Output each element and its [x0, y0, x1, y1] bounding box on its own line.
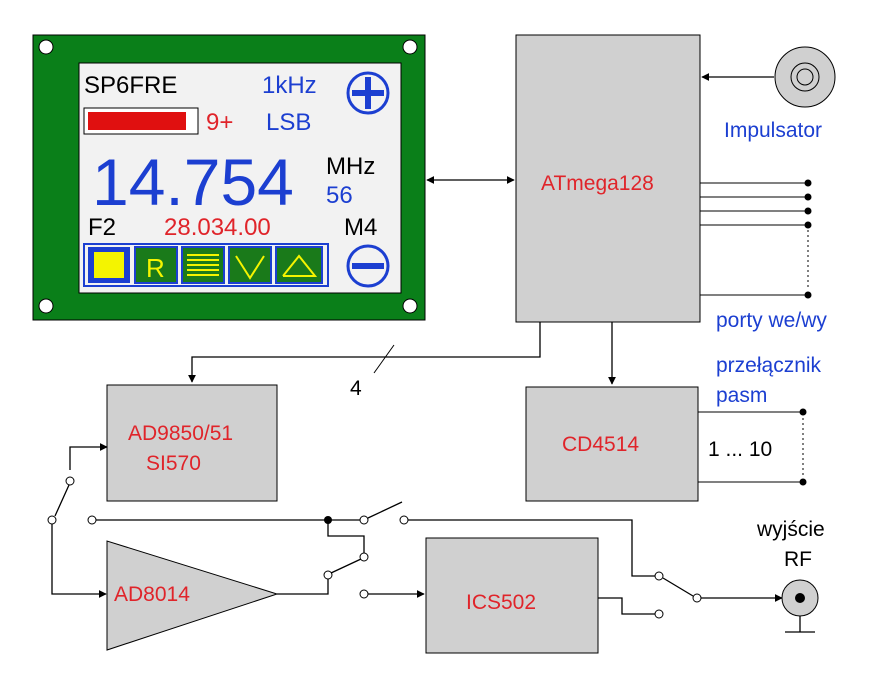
switch-blade	[330, 558, 362, 574]
band-output-lines	[698, 411, 804, 483]
bus-slash	[373, 344, 395, 374]
square-button[interactable]	[88, 247, 130, 283]
divider-block	[425, 537, 599, 654]
amplifier-label: AD8014	[114, 583, 190, 606]
switch-contact	[87, 515, 97, 525]
switch-contact	[654, 609, 664, 619]
signal-meter-bar	[88, 112, 186, 130]
lines-button[interactable]	[181, 246, 225, 284]
amp-output-line	[277, 579, 329, 595]
triangle-up-icon	[282, 254, 318, 277]
dds-label-1: AD9850/51	[128, 422, 233, 445]
io-ports-label: porty we/wy	[716, 309, 827, 332]
rf-out-label-2: RF	[784, 548, 812, 571]
junction-link	[327, 520, 365, 553]
up-button[interactable]	[275, 246, 323, 284]
minus-circle-icon[interactable]	[346, 244, 390, 288]
amplifier-triangle	[106, 540, 279, 651]
io-port-dots	[804, 179, 812, 299]
band-switch-label-1: przełącznik	[716, 354, 822, 377]
band-switch-block	[525, 386, 699, 502]
switch-contact	[47, 515, 57, 525]
function-key: F2	[88, 214, 116, 241]
divider-label: ICS502	[466, 591, 536, 614]
rf-out-label-1: wyjście	[756, 518, 825, 541]
switch-contact	[399, 515, 409, 525]
divider-output-line	[598, 597, 655, 615]
band-switch-block-label: CD4514	[562, 433, 639, 456]
lcd-module: SP6FRE 1kHz 9+ LSB 14.754 MHz 56 F2 28.0…	[32, 34, 426, 321]
switch-blade	[367, 501, 403, 519]
switch-contact	[359, 515, 369, 525]
r-letter-icon: R	[146, 253, 165, 283]
channel-number: 56	[326, 182, 353, 209]
frequency-display: 14.754	[92, 145, 294, 219]
switch-contact	[65, 476, 75, 486]
switch-contact	[323, 570, 333, 580]
mcu-block	[515, 34, 701, 323]
band-output-dot	[799, 408, 807, 416]
switch-blade	[662, 577, 694, 597]
mode: LSB	[266, 109, 311, 136]
switch-contact	[359, 589, 369, 599]
second-frequency: 28.034.00	[164, 214, 271, 241]
bypass-to-output	[408, 519, 655, 577]
band-switch-label-2: pasm	[716, 384, 767, 407]
step-size: 1kHz	[262, 72, 317, 99]
amp-input-line	[51, 524, 107, 598]
square-icon	[94, 252, 124, 278]
mounting-hole	[402, 39, 418, 55]
mounting-hole	[38, 39, 54, 55]
lcd-button-bar: R	[83, 243, 329, 287]
bus-width-label: 4	[350, 377, 362, 400]
plus-circle-icon[interactable]	[346, 71, 390, 115]
mcu-dds-bus	[188, 322, 541, 383]
band-range-label: 1 ... 10	[708, 438, 772, 461]
switch-contact	[654, 571, 664, 581]
switch-blade	[54, 484, 70, 517]
encoder-label: Impulsator	[724, 119, 822, 142]
mounting-hole	[402, 298, 418, 314]
memory-slot: M4	[344, 214, 377, 241]
dds-output-line	[69, 443, 108, 470]
encoder-knob	[774, 46, 836, 108]
switch-contact	[692, 593, 702, 603]
dds-block	[106, 384, 278, 502]
switch-contact	[359, 552, 369, 562]
rf-connector-icon	[781, 579, 819, 633]
callsign: SP6FRE	[84, 72, 177, 99]
dds-label-2: SI570	[146, 452, 201, 475]
frequency-unit: MHz	[326, 153, 375, 180]
mounting-hole	[38, 298, 54, 314]
band-output-dot	[799, 478, 807, 486]
down-button[interactable]	[228, 246, 272, 284]
chevron-down-icon	[235, 255, 265, 280]
mcu-label: ATmega128	[541, 172, 654, 195]
lines-icon	[187, 254, 219, 276]
r-button[interactable]: R	[134, 246, 178, 284]
io-port-lines	[700, 182, 809, 296]
signal-level: 9+	[206, 109, 233, 136]
